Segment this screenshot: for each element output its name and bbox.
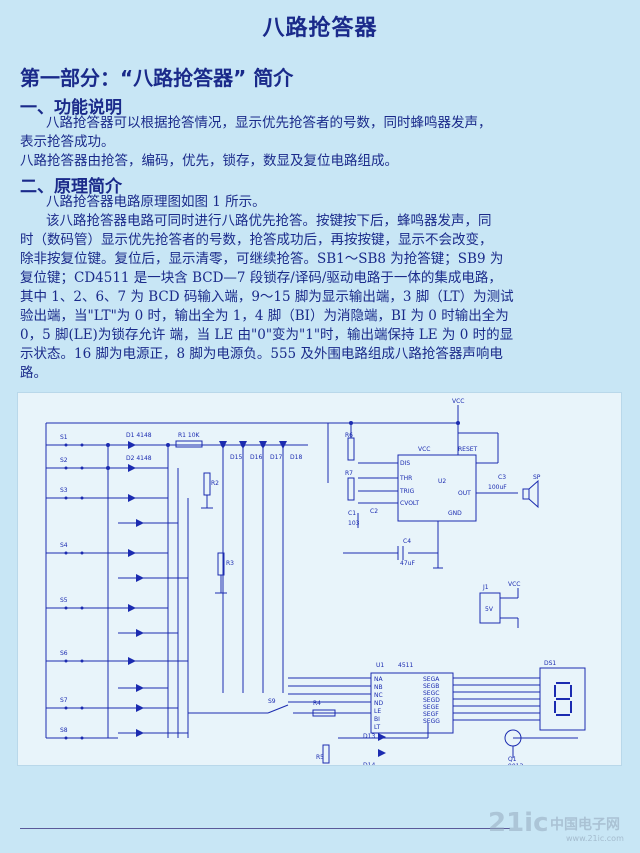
principle-line-10: 路。 [20,365,47,381]
svg-text:U2: U2 [438,478,446,485]
svg-text:SEGE: SEGE [423,704,439,711]
svg-text:R2: R2 [211,480,219,487]
svg-text:VCC: VCC [508,581,520,588]
svg-text:GND: GND [448,510,462,517]
svg-text:47uF: 47uF [400,560,415,567]
svg-text:R3: R3 [226,560,234,567]
svg-text:R5: R5 [316,754,324,761]
svg-text:SEGA: SEGA [423,676,440,683]
svg-text:S8: S8 [60,727,68,734]
svg-text:S9: S9 [268,698,276,705]
svg-text:LT: LT [374,724,381,731]
svg-text:NC: NC [374,692,383,699]
svg-text:NB: NB [374,684,383,691]
svg-text:SEGB: SEGB [423,683,439,690]
svg-text:RESET: RESET [458,446,478,453]
principle-line-2: 该八路抢答器电路可同时进行八路优先抢答。按键按下后，蜂鸣器发声，同 [46,213,492,229]
svg-text:LE: LE [374,708,381,715]
svg-text:D17: D17 [270,454,282,461]
svg-text:R7: R7 [345,470,353,477]
watermark-sub: 中国电子网 [550,817,620,833]
function-line-1: 八路抢答器可以根据抢答情况，显示优先抢答者的号数，同时蜂鸣器发声， [46,115,492,131]
svg-text:S4: S4 [60,542,68,549]
svg-text:C2: C2 [370,508,378,515]
svg-text:9013: 9013 [508,763,523,765]
part-heading: 第一部分：“八路抢答器” 简介 [20,66,294,90]
svg-text:S5: S5 [60,597,68,604]
svg-text:103: 103 [348,520,360,527]
svg-text:C1: C1 [348,510,356,517]
svg-text:BI: BI [374,716,380,723]
page-title: 八路抢答器 [262,16,378,41]
principle-line-1: 八路抢答器电路原理图如图 1 所示。 [46,194,266,210]
function-line-3: 八路抢答器由抢答，编码，优先，锁存，数显及复位电路组成。 [20,153,398,169]
svg-text:SEGD: SEGD [423,697,440,704]
svg-text:S3: S3 [60,487,68,494]
svg-text:D2 4148: D2 4148 [126,455,152,462]
svg-text:D13: D13 [363,733,375,740]
principle-line-3: 时（数码管）显示优先抢答者的号数，抢答成功后，再按按键，显示不会改变， [20,232,493,248]
svg-text:VCC: VCC [418,446,430,453]
svg-text:4511: 4511 [398,662,413,669]
svg-text:CVOLT: CVOLT [400,500,419,507]
principle-line-6: 其中 1、2、6、7 为 BCD 码输入端，9～15 脚为显示输出端，3 脚（L… [20,289,514,305]
svg-text:VCC: VCC [452,398,464,405]
watermark-logo: 21ic 中国电子网 www.21ic.com [488,808,638,850]
svg-text:S7: S7 [60,697,68,704]
svg-text:NA: NA [374,676,383,683]
section-heading-function: 一、功能说明 [20,98,122,118]
bottom-rule [20,828,510,829]
svg-text:THR: THR [399,475,412,482]
svg-text:Q1: Q1 [508,756,517,763]
section-heading-principle: 二、原理简介 [20,177,122,197]
svg-text:R6: R6 [345,432,353,439]
svg-text:SEGC: SEGC [423,690,439,697]
watermark-main: 21ic [488,808,549,838]
svg-text:D1 4148: D1 4148 [126,432,152,439]
watermark-url: www.21ic.com [566,834,624,843]
principle-line-5: 复位键；CD4511 是一块含 BCD—7 段锁存/译码/驱动电路于一体的集成电… [20,270,502,286]
svg-text:S1: S1 [60,434,68,441]
svg-text:D18: D18 [290,454,302,461]
svg-text:OUT: OUT [458,490,471,497]
svg-text:SEGG: SEGG [423,718,440,725]
svg-text:C4: C4 [403,538,411,545]
function-line-2: 表示抢答成功。 [20,134,115,150]
svg-text:TRIG: TRIG [399,488,415,495]
svg-text:D15: D15 [230,454,242,461]
svg-text:5V: 5V [485,606,494,613]
svg-text:S2: S2 [60,457,68,464]
svg-text:D16: D16 [250,454,262,461]
principle-line-4: 除非按复位键。复位后，显示清零，可继续抢答。SB1～SB8 为抢答键；SB9 为 [20,251,504,267]
svg-text:DIS: DIS [400,460,410,467]
svg-text:U1: U1 [376,662,384,669]
svg-text:C3: C3 [498,474,506,481]
svg-text:R4: R4 [313,700,321,707]
svg-text:SP: SP [533,474,541,481]
svg-text:J1: J1 [482,584,489,591]
svg-text:S6: S6 [60,650,68,657]
svg-text:100uF: 100uF [488,484,507,491]
principle-line-8: 0，5 脚(LE)为锁存允许 端，当 LE 由"0"变为"1"时，输出端保持 L… [20,327,514,343]
svg-text:R1 10K: R1 10K [178,432,201,439]
svg-text:DS1: DS1 [544,660,556,667]
svg-text:D14: D14 [363,762,375,765]
svg-text:ND: ND [374,700,383,707]
principle-line-9: 示状态。16 脚为电源正，8 脚为电源负。555 及外围电路组成八路抢答器声响电 [20,346,503,362]
svg-text:SEGF: SEGF [423,711,439,718]
principle-line-7: 验出端，当"LT"为 0 时，输出全为 1，4 脚（BI）为消隐端，BI 为 0… [20,308,509,324]
